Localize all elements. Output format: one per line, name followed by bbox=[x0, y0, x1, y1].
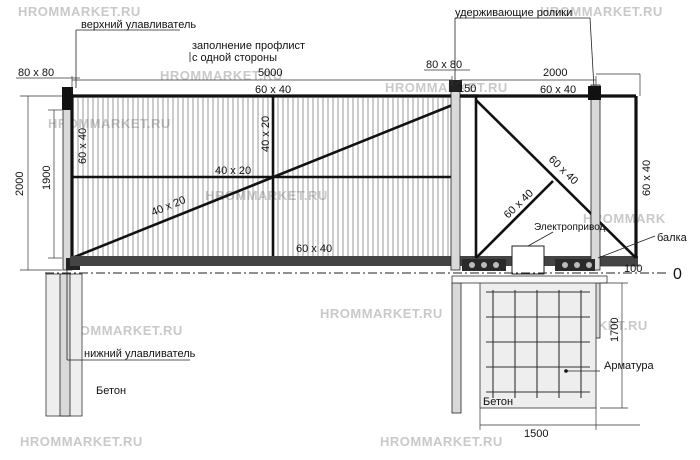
label-foundation-width: 1500 bbox=[524, 428, 548, 440]
label-concrete-right: Бетон bbox=[483, 396, 513, 408]
watermarks: HROMMARKET.RU HROMMARKET.RU HROMMARKET.R… bbox=[18, 4, 666, 449]
label-tail-length: 2000 bbox=[543, 67, 567, 79]
rebar-grid bbox=[486, 290, 590, 398]
label-gate-length: 5000 bbox=[258, 67, 282, 79]
label-filling-side: с одной стороны bbox=[192, 52, 277, 64]
label-rollers: удерживающие ролики bbox=[455, 7, 572, 19]
tail-brace-down bbox=[475, 99, 637, 259]
middle-post bbox=[449, 80, 462, 414]
label-beam-offset: 100 bbox=[624, 263, 642, 275]
label-filling: заполнение профлист bbox=[192, 40, 305, 52]
middle-post-above bbox=[450, 84, 461, 271]
rebar-leader-dot bbox=[564, 369, 568, 373]
roller-top bbox=[588, 86, 601, 100]
middle-post-below bbox=[451, 282, 462, 414]
motor-leader bbox=[527, 231, 554, 247]
diagonal-brace bbox=[71, 102, 456, 260]
label-profile-right: 60 x 40 bbox=[641, 160, 653, 196]
label-gap: 150 bbox=[458, 83, 476, 95]
roller-wheel bbox=[586, 262, 592, 268]
tail-brace-up bbox=[475, 180, 554, 259]
watermark-2: HROMMARKET.RU bbox=[540, 4, 663, 19]
foundation-channel bbox=[451, 275, 608, 284]
label-profile-top-right: 60 x 40 bbox=[540, 84, 576, 96]
roller-wheel bbox=[481, 262, 487, 268]
right-post-above bbox=[590, 84, 601, 271]
label-post-right: 80 x 80 bbox=[426, 59, 462, 71]
watermark-4: HROMMARKET.RU bbox=[385, 80, 508, 95]
watermark-6: HROMMARKET.RU bbox=[205, 188, 328, 203]
label-profile-middle: 40 x 20 bbox=[215, 165, 251, 177]
label-height-leaf: 1900 bbox=[41, 166, 53, 190]
label-profile-center: 40 x 20 bbox=[260, 116, 272, 152]
foundation bbox=[451, 275, 608, 409]
watermark-11: HROMMARKET.RU bbox=[380, 434, 503, 449]
watermark-7: HROMMARK bbox=[583, 211, 666, 226]
label-profile-bottom: 60 x 40 bbox=[296, 243, 332, 255]
roller-wheel bbox=[562, 262, 568, 268]
label-profile-top-left: 60 x 40 bbox=[255, 84, 291, 96]
foundation-concrete bbox=[479, 279, 597, 409]
label-post-left: 80 x 80 bbox=[18, 67, 54, 79]
dimension-lines bbox=[16, 17, 656, 430]
watermark-8: HROMMARKET.RU bbox=[60, 323, 183, 338]
guide-beam bbox=[70, 256, 638, 266]
watermark-5: HROMMARKET.RU bbox=[48, 116, 171, 131]
beam-leader bbox=[597, 235, 656, 259]
watermark-3: HROMMARKET.RU bbox=[160, 68, 283, 83]
label-bottom-catcher: нижний улавливатель bbox=[84, 348, 196, 360]
label-beam: балка bbox=[657, 232, 688, 244]
zero-level-label: 0 bbox=[673, 266, 682, 283]
top-catcher bbox=[62, 87, 73, 110]
label-height-total: 2000 bbox=[14, 172, 26, 196]
roller-wheel bbox=[469, 262, 475, 268]
roller-wheel bbox=[574, 262, 580, 268]
label-top-catcher: верхний улавливатель bbox=[81, 19, 196, 31]
label-foundation-depth: 1700 bbox=[609, 318, 621, 342]
roller-wheel bbox=[493, 262, 499, 268]
label-profile-left: 60 x 40 bbox=[77, 128, 89, 164]
label-rebar: Арматура bbox=[604, 360, 655, 372]
electric-drive-box bbox=[511, 245, 545, 275]
watermark-12: HROMMARKET.RU bbox=[20, 434, 143, 449]
watermark-9: HROMMARKET.RU bbox=[320, 306, 443, 321]
label-motor: Электропривод bbox=[534, 222, 606, 233]
roller-carriages bbox=[462, 231, 595, 275]
label-concrete-left: Бетон bbox=[96, 385, 126, 397]
left-post-below bbox=[59, 273, 71, 417]
watermark-1: HROMMARKET.RU bbox=[18, 4, 141, 19]
